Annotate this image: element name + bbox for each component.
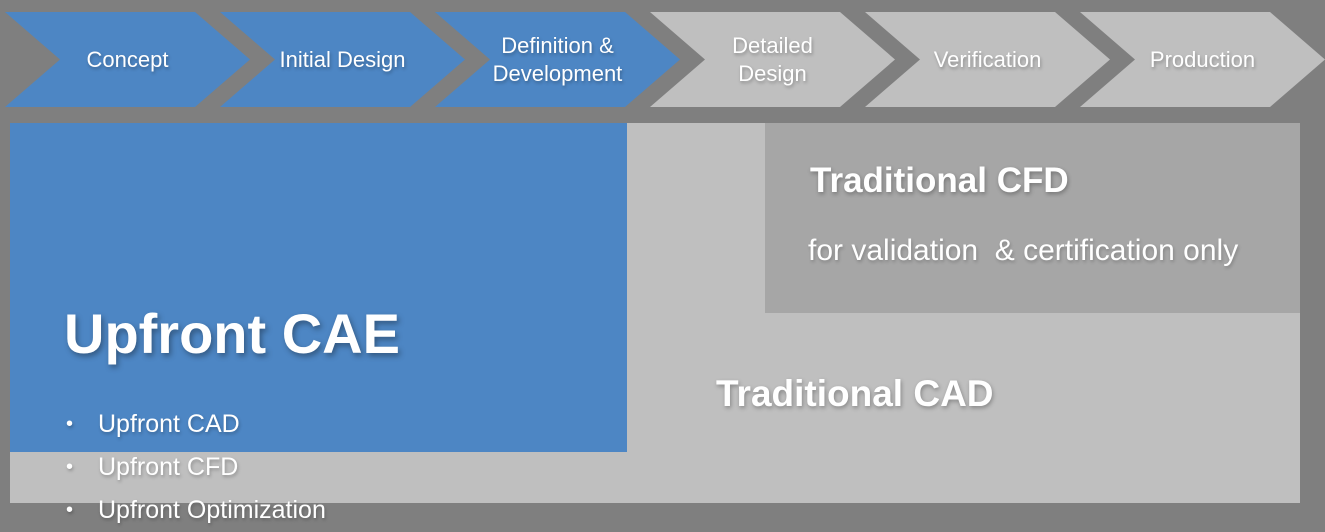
bullet-text: Upfront CFD xyxy=(98,453,239,481)
upfront-cae-box: Upfront CAE • Upfront CAD • Upfront CFD … xyxy=(10,123,627,524)
process-step-verification: Verification xyxy=(865,12,1110,107)
upfront-cae-bullet-list: • Upfront CAD • Upfront CFD • Upfront Op… xyxy=(66,403,326,532)
upfront-cae-title: Upfront CAE xyxy=(64,302,400,365)
bullet-item: • Upfront CAD xyxy=(66,403,326,446)
process-step-label: Concept xyxy=(86,46,169,72)
bullet-marker: • xyxy=(66,456,74,478)
process-step-label: Detailed Design xyxy=(732,32,813,86)
bullet-text: Upfront Optimization xyxy=(98,496,326,524)
process-step-definition-development: Definition & Development xyxy=(435,12,680,107)
bullet-marker: • xyxy=(66,499,74,521)
process-step-label: Verification xyxy=(933,46,1042,72)
bullet-marker: • xyxy=(66,413,74,435)
bullet-item: • Upfront CFD xyxy=(66,446,326,489)
traditional-cfd-title: Traditional CFD xyxy=(810,161,1069,200)
process-step-initial-design: Initial Design xyxy=(220,12,465,107)
bullet-text: Upfront CAD xyxy=(98,410,240,438)
traditional-cfd-subtitle: for validation & certification only xyxy=(808,234,1239,267)
traditional-cfd-box: Traditional CFD for validation & certifi… xyxy=(765,123,1300,313)
traditional-cad-title: Traditional CAD xyxy=(716,373,994,414)
process-step-label: Production xyxy=(1149,46,1256,72)
process-step-concept: Concept xyxy=(5,12,250,107)
process-step-production: Production xyxy=(1080,12,1325,107)
process-step-detailed-design: Detailed Design xyxy=(650,12,895,107)
bullet-item: • Upfront Optimization xyxy=(66,489,326,532)
process-step-label: Initial Design xyxy=(279,46,406,72)
process-step-label: Definition & Development xyxy=(492,32,623,86)
